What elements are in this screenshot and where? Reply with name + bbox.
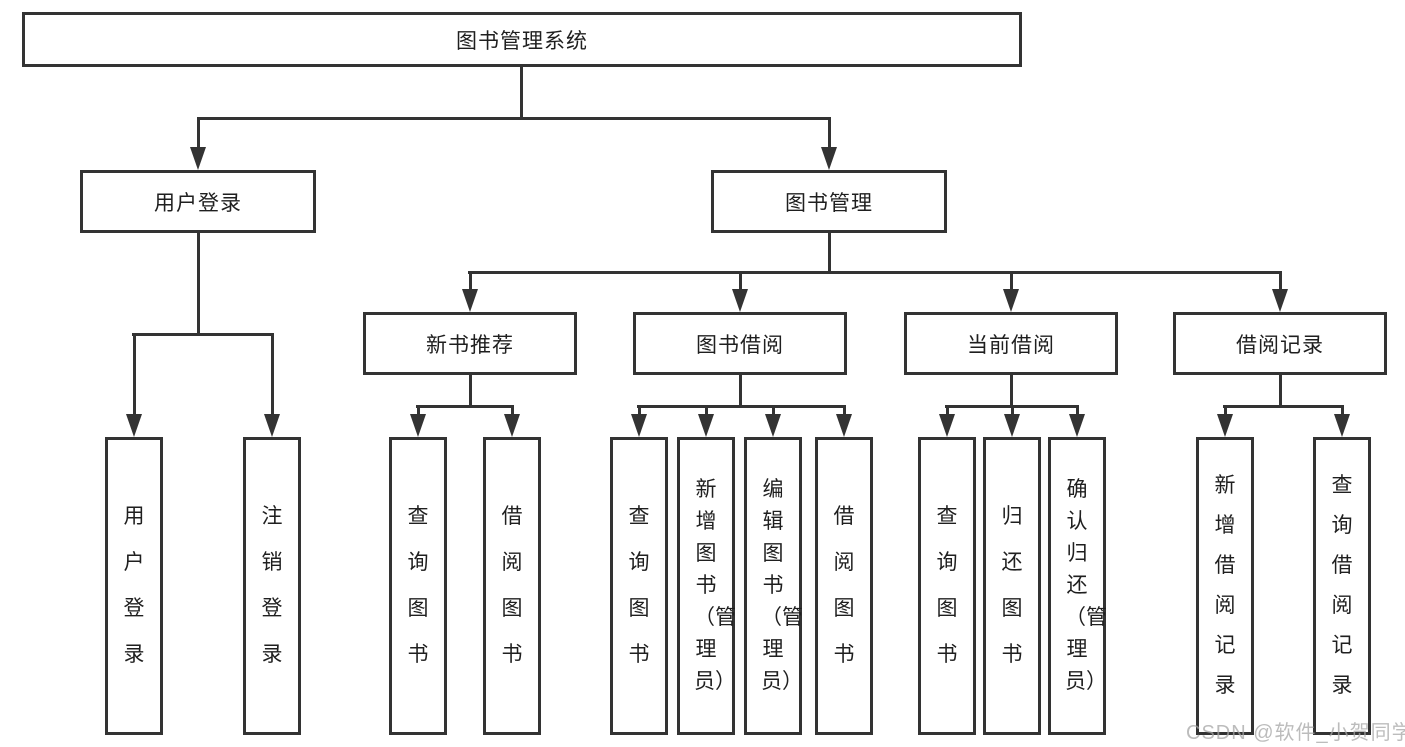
leaf-logout-label: 注销登录	[261, 505, 283, 666]
leaf-borrow-books-label: 借阅图书	[833, 505, 855, 666]
leaf-add-book-admin: 新增图书（管理员）	[677, 437, 736, 735]
leaf-query-borrow-record-label: 查询借阅记录	[1331, 474, 1353, 697]
connector-line	[1011, 405, 1014, 417]
connector-line	[705, 405, 708, 417]
arrowhead-down	[1003, 289, 1019, 312]
arrowhead-down	[1069, 414, 1085, 437]
arrowhead-down	[410, 414, 426, 437]
arrowhead-down	[821, 147, 837, 170]
leaf-query-borrow-record: 查询借阅记录	[1313, 437, 1371, 735]
node-book-borrowing: 图书借阅	[633, 312, 847, 375]
watermark: CSDN @软件_小贺同学	[1186, 722, 1405, 744]
leaf-return-books: 归还图书	[983, 437, 1041, 735]
connector-line	[416, 405, 514, 408]
leaf-logout: 注销登录	[243, 437, 301, 735]
connector-line	[132, 333, 274, 336]
node-new-book-recommend: 新书推荐	[363, 312, 577, 375]
leaf-confirm-return-admin-label: 确认归还（管理员）	[1065, 478, 1107, 693]
leaf-borrow-books-recommend-label: 借阅图书	[501, 505, 523, 666]
leaf-query-books-borrow-label: 查询图书	[628, 505, 650, 666]
connector-line	[1010, 271, 1013, 291]
leaf-user-login: 用户登录	[105, 437, 163, 735]
node-book-borrowing-label: 图书借阅	[696, 333, 784, 357]
arrowhead-down	[939, 414, 955, 437]
connector-line	[197, 117, 830, 120]
connector-line	[946, 405, 949, 417]
connector-line	[1076, 405, 1079, 417]
node-borrowing-records: 借阅记录	[1173, 312, 1387, 375]
node-current-borrowing: 当前借阅	[904, 312, 1118, 375]
leaf-query-books-current: 查询图书	[918, 437, 976, 735]
leaf-add-borrow-record-label: 新增借阅记录	[1214, 474, 1236, 697]
connector-line	[468, 271, 1282, 274]
connector-line	[511, 405, 514, 417]
connector-line	[133, 333, 136, 416]
node-borrowing-records-label: 借阅记录	[1236, 333, 1324, 357]
connector-line	[1223, 405, 1344, 408]
node-new-book-recommend-label: 新书推荐	[426, 333, 514, 357]
connector-line	[469, 375, 472, 405]
leaf-add-book-admin-label: 新增图书（管理员）	[694, 478, 736, 693]
node-user-login-label: 用户登录	[154, 191, 242, 215]
arrowhead-down	[264, 414, 280, 437]
connector-line	[637, 405, 846, 408]
arrowhead-down	[462, 289, 478, 312]
arrowhead-down	[1334, 414, 1350, 437]
leaf-edit-book-admin-label: 编辑图书（管理员）	[761, 478, 803, 693]
connector-line	[828, 117, 831, 149]
connector-line	[197, 117, 200, 149]
node-library-system: 图书管理系统	[22, 12, 1022, 67]
connector-line	[1279, 271, 1282, 291]
arrowhead-down	[732, 289, 748, 312]
arrowhead-down	[1217, 414, 1233, 437]
arrowhead-down	[698, 414, 714, 437]
leaf-user-login-label: 用户登录	[123, 505, 145, 666]
arrowhead-down	[126, 414, 142, 437]
leaf-add-borrow-record: 新增借阅记录	[1196, 437, 1254, 735]
connector-line	[739, 375, 742, 405]
connector-line	[417, 405, 420, 417]
connector-line	[739, 271, 742, 291]
leaf-return-books-label: 归还图书	[1001, 505, 1023, 666]
node-current-borrowing-label: 当前借阅	[967, 333, 1055, 357]
node-user-login: 用户登录	[80, 170, 316, 233]
arrowhead-down	[631, 414, 647, 437]
node-book-management: 图书管理	[711, 170, 947, 233]
connector-line	[638, 405, 641, 417]
connector-line	[1224, 405, 1227, 417]
connector-line	[828, 233, 831, 271]
node-library-system-label: 图书管理系统	[456, 29, 588, 53]
leaf-query-books-recommend: 查询图书	[389, 437, 447, 735]
connector-line	[197, 233, 200, 333]
arrowhead-down	[1004, 414, 1020, 437]
connector-line	[1010, 375, 1013, 405]
connector-line	[772, 405, 775, 417]
arrowhead-down	[836, 414, 852, 437]
connector-line	[520, 67, 523, 117]
connector-line	[271, 333, 274, 416]
connector-line	[469, 271, 472, 291]
leaf-borrow-books: 借阅图书	[815, 437, 873, 735]
connector-line	[843, 405, 846, 417]
arrowhead-down	[504, 414, 520, 437]
leaf-edit-book-admin: 编辑图书（管理员）	[744, 437, 803, 735]
connector-line	[1341, 405, 1344, 417]
leaf-query-books-current-label: 查询图书	[936, 505, 958, 666]
arrowhead-down	[1272, 289, 1288, 312]
arrowhead-down	[190, 147, 206, 170]
arrowhead-down	[765, 414, 781, 437]
node-book-management-label: 图书管理	[785, 191, 873, 215]
leaf-query-books-borrow: 查询图书	[610, 437, 668, 735]
leaf-borrow-books-recommend: 借阅图书	[483, 437, 541, 735]
leaf-query-books-recommend-label: 查询图书	[407, 505, 429, 666]
connector-line	[1279, 375, 1282, 405]
leaf-confirm-return-admin: 确认归还（管理员）	[1048, 437, 1107, 735]
